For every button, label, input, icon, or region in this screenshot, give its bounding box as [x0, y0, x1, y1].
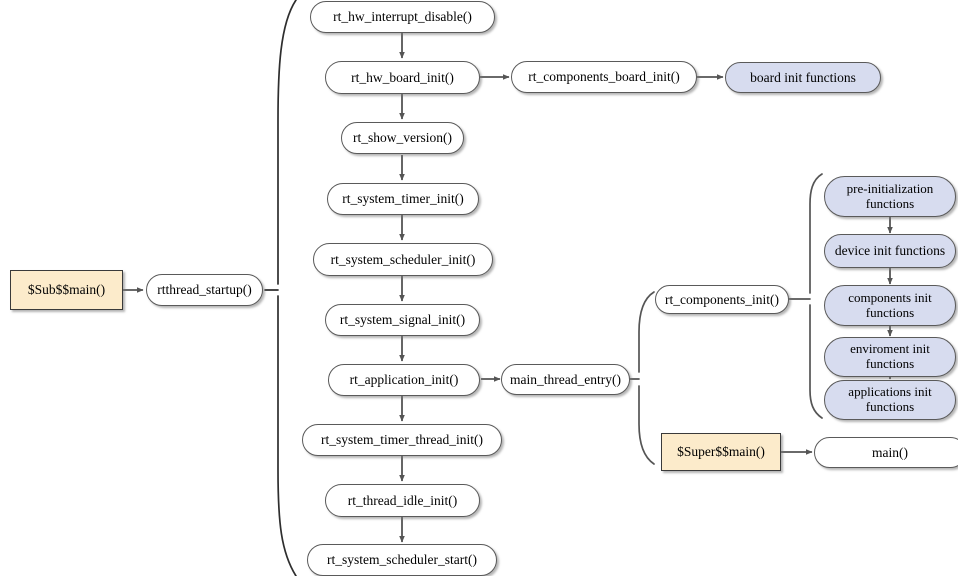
node-super-main[interactable]: $Super$$main(): [661, 433, 781, 471]
node-sub-main[interactable]: $Sub$$main(): [10, 270, 123, 310]
node-rt-components-init[interactable]: rt_components_init(): [655, 285, 789, 314]
node-rt-hw-interrupt-disable[interactable]: rt_hw_interrupt_disable(): [310, 1, 495, 33]
node-main[interactable]: main(): [814, 437, 958, 468]
node-device-init-functions[interactable]: device init functions: [824, 234, 956, 268]
node-pre-initialization-functions[interactable]: pre-initialization functions: [824, 176, 956, 217]
node-rt-hw-board-init[interactable]: rt_hw_board_init(): [325, 61, 480, 94]
node-applications-init-functions[interactable]: applications init functions: [824, 380, 956, 420]
brace-mainthread-bottom: [638, 385, 655, 465]
node-rt-system-scheduler-init[interactable]: rt_system_scheduler_init(): [313, 243, 493, 276]
node-rt-thread-idle-init[interactable]: rt_thread_idle_init(): [325, 484, 480, 517]
node-enviroment-init-functions[interactable]: enviroment init functions: [824, 337, 956, 377]
node-rt-system-timer-init[interactable]: rt_system_timer_init(): [327, 183, 479, 215]
node-main-thread-entry[interactable]: main_thread_entry(): [501, 364, 630, 395]
brace-startup-bottom: [277, 295, 297, 576]
brace-componentsinit-top: [809, 173, 823, 294]
brace-startup-top: [277, 0, 297, 285]
brace-componentsinit-bottom: [809, 304, 823, 419]
node-rt-system-timer-thread-init[interactable]: rt_system_timer_thread_init(): [302, 424, 502, 456]
node-rt-components-board-init[interactable]: rt_components_board_init(): [511, 61, 697, 93]
node-board-init-functions[interactable]: board init functions: [725, 62, 881, 93]
node-rt-application-init[interactable]: rt_application_init(): [328, 364, 480, 396]
brace-mainthread-top: [638, 291, 655, 373]
node-rt-system-signal-init[interactable]: rt_system_signal_init(): [325, 304, 480, 336]
node-rtthread-startup[interactable]: rtthread_startup(): [146, 274, 263, 306]
node-components-init-functions[interactable]: components init functions: [824, 285, 956, 326]
node-rt-system-scheduler-start[interactable]: rt_system_scheduler_start(): [307, 544, 497, 576]
node-rt-show-version[interactable]: rt_show_version(): [341, 122, 464, 154]
